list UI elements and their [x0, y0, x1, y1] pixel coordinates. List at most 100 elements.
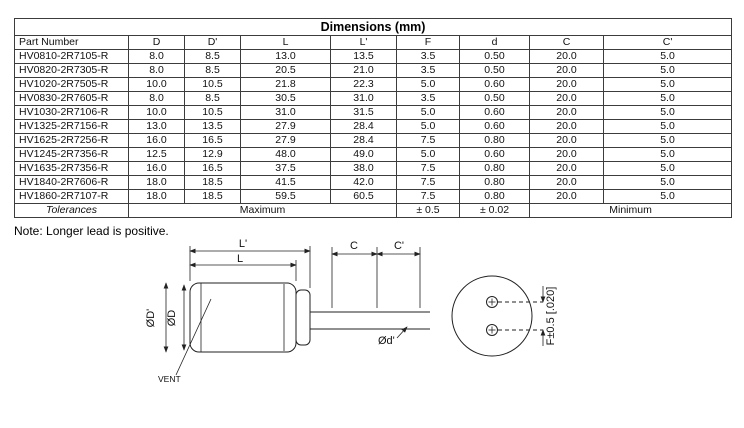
dimension-cell: 8.5 — [184, 91, 241, 106]
dimension-cell: 18.0 — [128, 189, 185, 204]
tolerances-maximum: Maximum — [128, 203, 397, 218]
label-d: ØD — [166, 310, 178, 327]
lead-dimensions: C C' Ød' — [331, 240, 421, 347]
dimension-cell: 0.60 — [459, 105, 530, 120]
dimension-cell: 21.0 — [330, 63, 397, 78]
tolerances-row: Tolerances Maximum ± 0.5 ± 0.02 Minimum — [14, 203, 733, 218]
dimension-cell: 22.3 — [330, 77, 397, 92]
dimension-cell: 60.5 — [330, 189, 397, 204]
diameter-dimensions: ØD' ØD — [145, 282, 187, 353]
part-number-cell: HV1325-2R7156-R — [14, 119, 129, 134]
dimension-cell: 10.5 — [184, 77, 241, 92]
dimension-cell: 20.0 — [529, 63, 604, 78]
dimension-cell: 10.0 — [128, 77, 185, 92]
terminal-bottom — [486, 324, 498, 336]
column-header: L — [240, 35, 331, 50]
dimension-cell: 10.0 — [128, 105, 185, 120]
dimension-cell: 20.0 — [529, 189, 604, 204]
dimension-cell: 3.5 — [396, 63, 460, 78]
dimension-cell: 5.0 — [602, 175, 733, 190]
dimension-cell: 48.0 — [240, 147, 331, 162]
dimension-cell: 7.5 — [396, 133, 460, 148]
dimension-cell: 8.0 — [128, 49, 185, 64]
part-number-cell: HV0810-2R7105-R — [14, 49, 129, 64]
vent-leader-line — [175, 298, 212, 376]
dimension-cell: 31.0 — [330, 91, 397, 106]
label-l: L — [237, 253, 243, 265]
part-number-cell: HV0820-2R7305-R — [14, 63, 129, 78]
dimension-cell: 0.80 — [459, 161, 530, 176]
dimension-cell: 20.0 — [529, 175, 604, 190]
lead-dia-leader — [396, 326, 408, 339]
dimension-cell: 59.5 — [240, 189, 331, 204]
part-number-cell: HV1245-2R7356-R — [14, 147, 129, 162]
dimension-cell: 5.0 — [396, 105, 460, 120]
capacitor-side-view: VENT — [158, 282, 430, 384]
polarity-note: Note: Longer lead is positive. — [14, 224, 169, 238]
capacitor-body — [189, 282, 297, 353]
part-number-cell: HV1860-2R7107-R — [14, 189, 129, 204]
dimension-cell: 37.5 — [240, 161, 331, 176]
capacitor-dimension-diagram: VENT L' L C C' Ød' ØD' — [145, 238, 557, 384]
column-header: C — [529, 35, 604, 50]
dimension-cell: 31.5 — [330, 105, 397, 120]
dimension-cell: 3.5 — [396, 91, 460, 106]
dimension-cell: 20.0 — [529, 77, 604, 92]
dimension-cell: 5.0 — [602, 77, 733, 92]
column-header: L' — [330, 35, 397, 50]
part-number-cell: HV1020-2R7505-R — [14, 77, 129, 92]
dimension-cell: 21.8 — [240, 77, 331, 92]
dimension-cell: 8.0 — [128, 63, 185, 78]
dimension-cell: 27.9 — [240, 119, 331, 134]
dimension-cell: 5.0 — [602, 119, 733, 134]
dimension-cell: 31.0 — [240, 105, 331, 120]
dimension-cell: 13.0 — [240, 49, 331, 64]
dimension-cell: 41.5 — [240, 175, 331, 190]
dimension-cell: 18.0 — [128, 175, 185, 190]
dimension-cell: 20.0 — [529, 133, 604, 148]
part-number-cell: HV1635-2R7356-R — [14, 161, 129, 176]
dimension-cell: 18.5 — [184, 175, 241, 190]
dimension-cell: 5.0 — [396, 119, 460, 134]
dimension-cell: 20.0 — [529, 119, 604, 134]
label-l-prime: L' — [239, 238, 247, 250]
label-d-prime: ØD' — [145, 309, 157, 328]
dimension-cell: 5.0 — [602, 147, 733, 162]
end-view-circle — [451, 275, 533, 357]
dimension-cell: 5.0 — [602, 189, 733, 204]
tolerances-d: ± 0.02 — [459, 203, 530, 218]
table-title-row: Dimensions (mm) — [13, 18, 733, 36]
dimension-cell: 28.4 — [330, 133, 397, 148]
dimension-cell: 42.0 — [330, 175, 397, 190]
dimension-cell: 13.5 — [330, 49, 397, 64]
length-dimensions: L' L — [189, 238, 311, 288]
terminal-top — [486, 296, 498, 308]
part-number-cell: HV0830-2R7605-R — [14, 91, 129, 106]
dimension-cell: 30.5 — [240, 91, 331, 106]
dimension-cell: 0.60 — [459, 147, 530, 162]
dimension-cell: 13.5 — [184, 119, 241, 134]
dimension-cell: 20.0 — [529, 105, 604, 120]
dimension-cell: 5.0 — [602, 133, 733, 148]
dimension-cell: 20.0 — [529, 147, 604, 162]
column-header: D — [128, 35, 185, 50]
dimension-cell: 10.5 — [184, 105, 241, 120]
dimension-cell: 0.50 — [459, 63, 530, 78]
label-f-tolerance: F±0.5 [.020] — [545, 287, 557, 346]
dimension-cell: 5.0 — [396, 147, 460, 162]
dimension-cell: 8.5 — [184, 49, 241, 64]
dimension-cell: 12.9 — [184, 147, 241, 162]
tolerances-label: Tolerances — [14, 203, 129, 218]
dimension-cell: 0.80 — [459, 189, 530, 204]
dimension-cell: 5.0 — [602, 105, 733, 120]
